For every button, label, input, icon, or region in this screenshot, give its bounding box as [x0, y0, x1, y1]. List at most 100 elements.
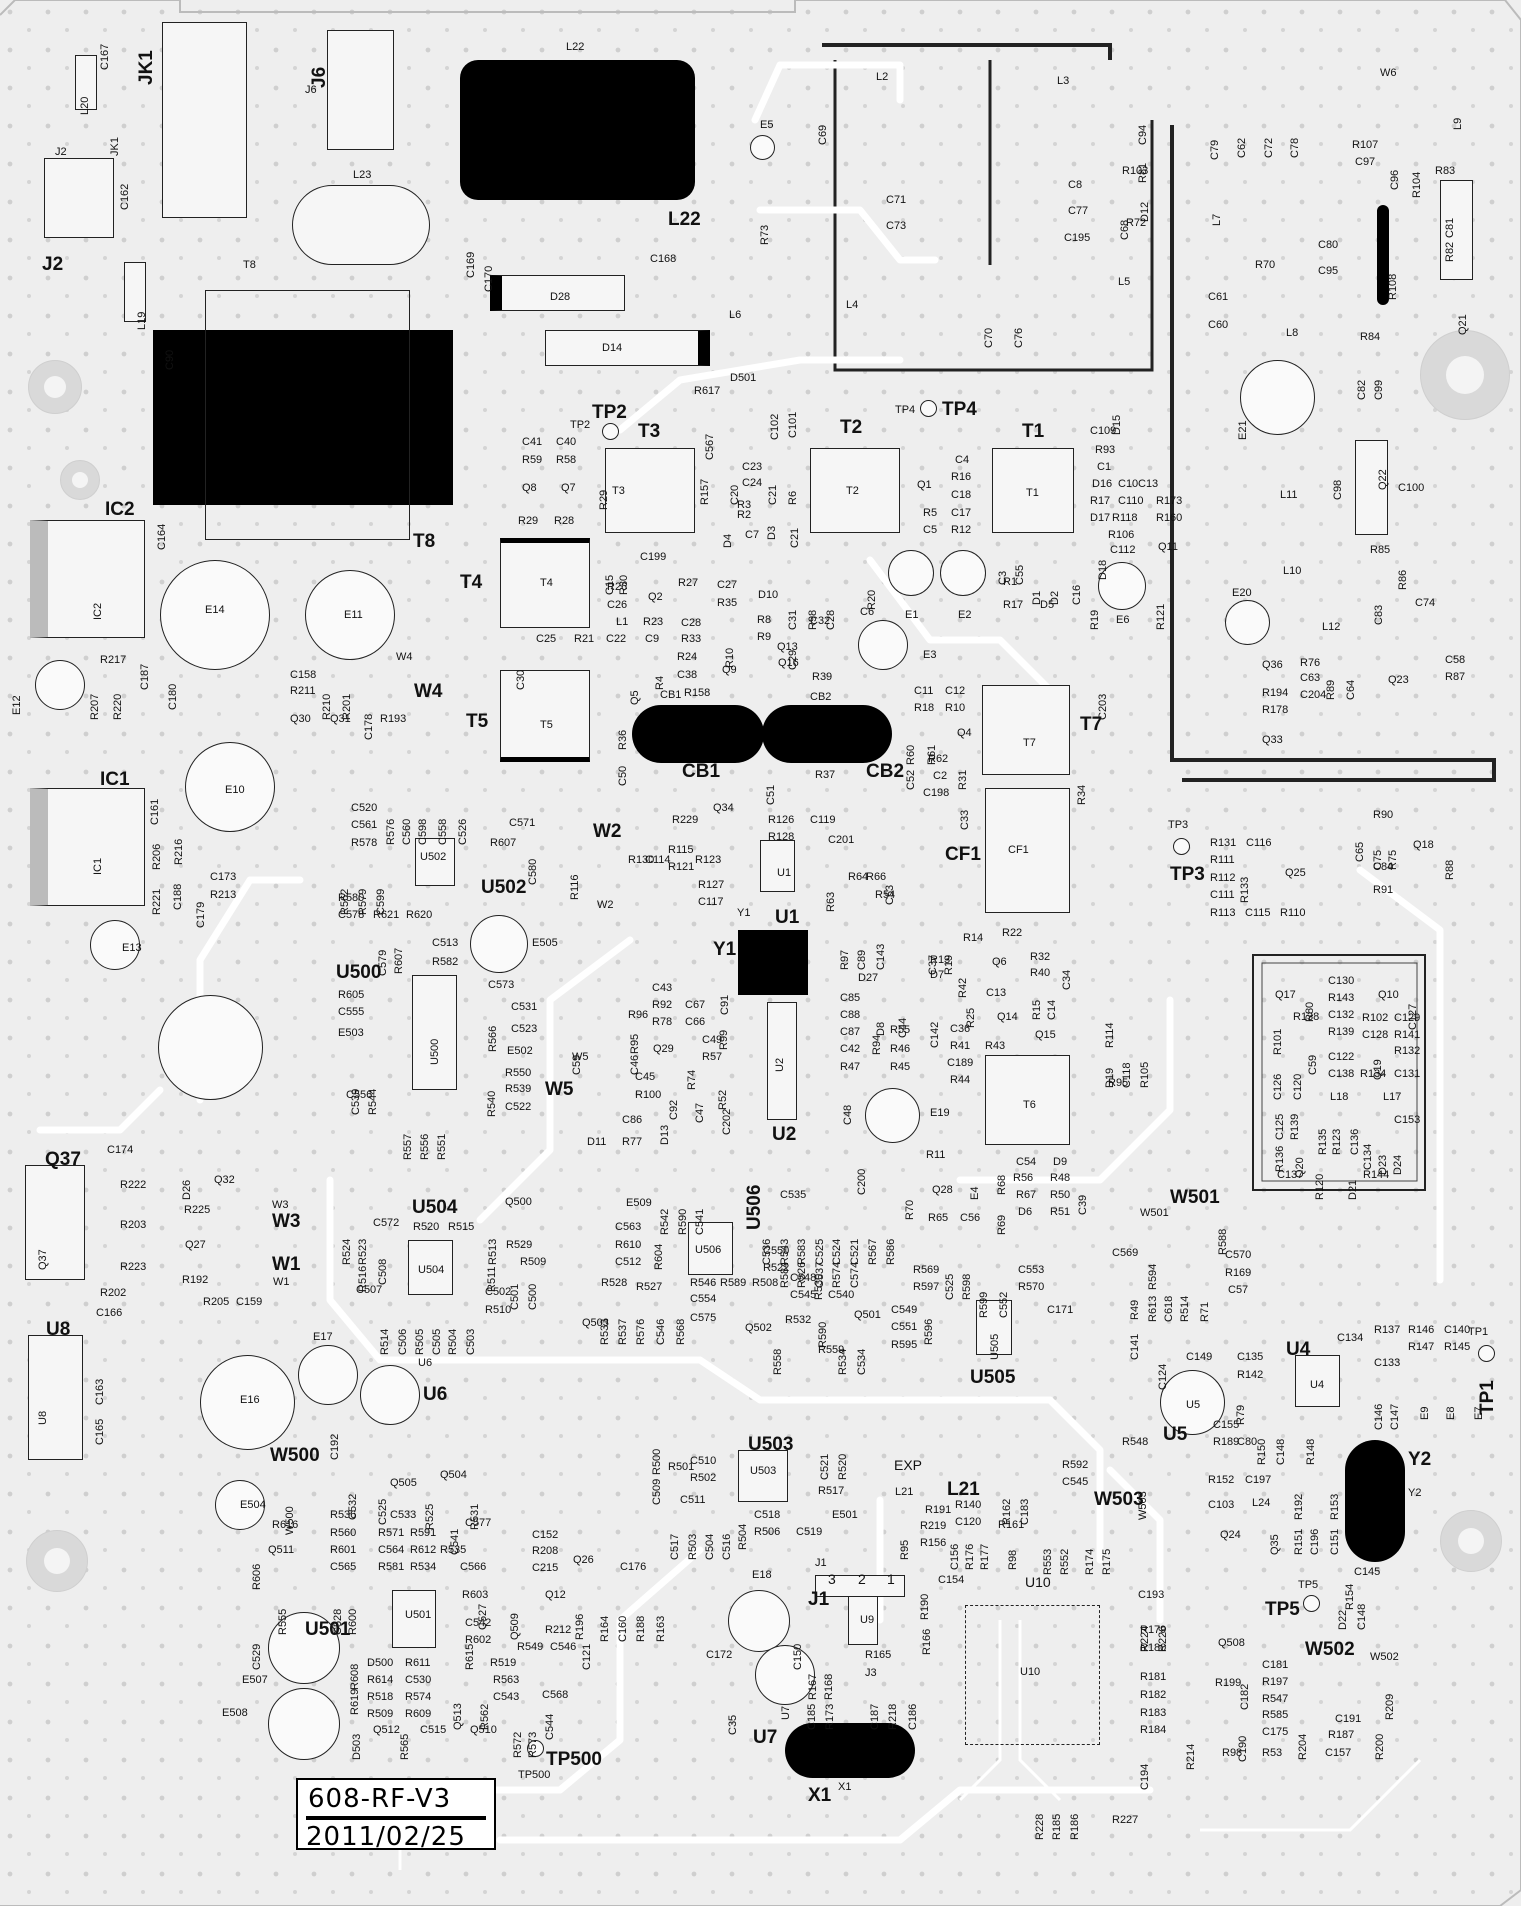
component-label: R100: [635, 1089, 662, 1101]
component-label: R92: [652, 999, 673, 1011]
component-label: J2: [55, 146, 67, 158]
component-label: R560: [330, 1527, 357, 1539]
component-label: Q513: [452, 1703, 464, 1730]
component-label: U2: [772, 1124, 797, 1145]
component-label: C501: [509, 1283, 521, 1310]
component-label: C555: [338, 1006, 365, 1018]
component-label: R187: [1328, 1729, 1355, 1741]
component-label: C178: [363, 713, 375, 740]
component-label: U4: [1286, 1339, 1311, 1360]
component-label: R43: [985, 1040, 1006, 1052]
component-label: U1: [777, 867, 792, 879]
component-label: R58: [556, 454, 577, 466]
component-label: R205: [203, 1296, 230, 1308]
testpoint-tp3: [1173, 838, 1190, 855]
component-label: TP4: [895, 404, 916, 416]
component-label: R216: [173, 838, 185, 865]
component-label: U2: [774, 1057, 786, 1072]
component-label: R509: [520, 1256, 547, 1268]
component-label: J2: [42, 254, 64, 275]
component-label: EXP: [894, 1457, 923, 1473]
component-label: R514: [1179, 1295, 1191, 1322]
component-label: U10: [1020, 1666, 1041, 1678]
component-label: R222: [120, 1179, 147, 1191]
component-label: R552: [1059, 1548, 1071, 1575]
component-label: E7: [1473, 1406, 1485, 1420]
component-label: Q32: [214, 1174, 235, 1186]
component-label: C9: [645, 633, 660, 645]
component-label: TP500: [518, 1769, 551, 1781]
component-label: Q18: [1413, 839, 1434, 851]
component-label: R97: [839, 949, 851, 970]
component-label: W501: [1170, 1187, 1220, 1208]
component-label: R46: [890, 1043, 911, 1055]
u500: [412, 975, 457, 1090]
component-label: Q16: [778, 657, 799, 669]
component-label: R135: [1317, 1128, 1329, 1155]
component-label: E501: [832, 1509, 858, 1521]
capacitor-u6: [360, 1365, 420, 1425]
component-label: C512: [615, 1256, 642, 1268]
component-label: R47: [840, 1061, 861, 1073]
component-label: R506: [754, 1526, 781, 1538]
component-label: C111: [1210, 889, 1235, 901]
component-label: R50: [1050, 1189, 1071, 1201]
component-label: Q509: [509, 1613, 521, 1640]
component-label: R154: [1344, 1583, 1356, 1610]
component-label: C71: [886, 194, 907, 206]
component-label: R34: [1076, 784, 1088, 805]
component-label: IC1: [100, 769, 130, 790]
component-label: U505: [989, 1333, 1001, 1360]
component-label: C110: [1118, 495, 1144, 507]
component-label: Y2: [1408, 1487, 1422, 1499]
component-label: R16: [951, 471, 972, 483]
component-label: R203: [120, 1219, 147, 1231]
component-label: X1: [808, 1785, 832, 1806]
component-label: L19: [136, 311, 148, 330]
capacitor-e19: [865, 1088, 920, 1143]
component-label: TP2: [570, 419, 591, 431]
component-label: R218: [887, 1703, 899, 1730]
component-label: R70: [904, 1199, 916, 1220]
capacitor-e15: [158, 995, 263, 1100]
component-label: R143: [1328, 992, 1355, 1004]
component-label: C156: [949, 1543, 961, 1570]
component-label: R142: [1237, 1369, 1264, 1381]
component-label: R130: [628, 854, 655, 866]
component-label: R60: [905, 744, 917, 765]
component-label: C162: [119, 183, 131, 210]
capacitor-e13: [90, 920, 140, 970]
board-date: 2011/02/25: [306, 1822, 466, 1852]
component-label: E2: [958, 609, 972, 621]
component-label: Q37: [37, 1249, 49, 1270]
mounting-hole: [1420, 330, 1510, 420]
component-label: R17: [1003, 599, 1024, 611]
component-label: C545: [1062, 1476, 1089, 1488]
component-label: C521: [819, 1453, 831, 1480]
component-label: D503: [351, 1733, 363, 1760]
component-label: C12: [945, 685, 966, 697]
capacitor-e508: [268, 1688, 340, 1760]
component-label: C45: [635, 1071, 656, 1083]
component-label: R146: [1408, 1324, 1435, 1336]
component-label: R614: [367, 1674, 394, 1686]
component-label: R523: [357, 1238, 369, 1265]
component-label: R93: [1095, 444, 1116, 456]
testpoint-tp2: [602, 423, 619, 440]
component-label: Q37: [45, 1149, 81, 1170]
component-label: U6: [423, 1384, 448, 1405]
component-label: R1: [1003, 576, 1018, 588]
component-label: E507: [242, 1674, 268, 1686]
component-label: E504: [240, 1499, 266, 1511]
component-label: C194: [1139, 1763, 1151, 1790]
component-label: R605: [338, 989, 365, 1001]
component-label: R502: [690, 1472, 717, 1484]
component-label: L18: [1330, 1091, 1349, 1103]
component-label: C115: [1245, 907, 1271, 919]
component-label: C120: [1292, 1073, 1304, 1100]
component-label: C163: [94, 1378, 106, 1405]
component-label: W2: [593, 821, 622, 842]
component-label: C157: [1325, 1747, 1352, 1759]
component-label: E6: [1116, 614, 1130, 626]
component-label: R165: [865, 1649, 892, 1661]
